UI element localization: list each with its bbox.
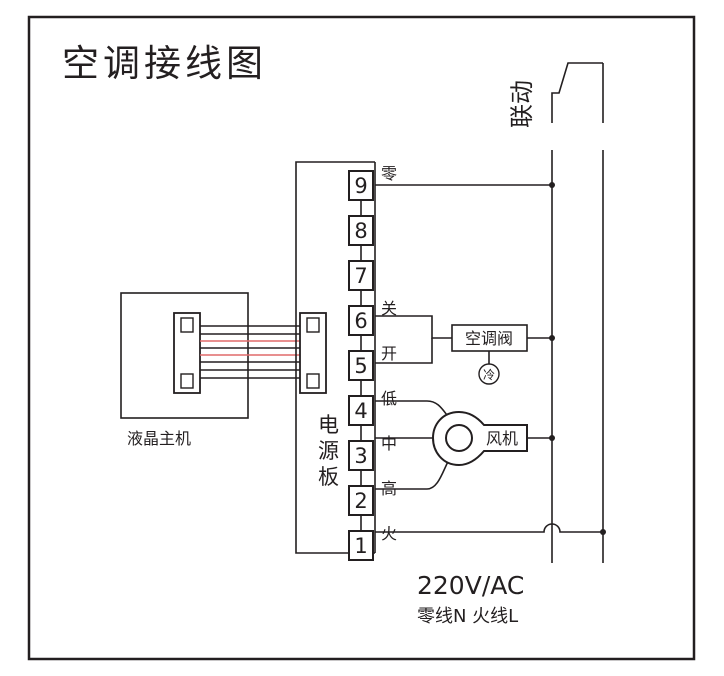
terminal-box bbox=[348, 530, 374, 561]
terminal-label: 火 bbox=[381, 524, 397, 543]
supply-voltage-label: 220V/AC bbox=[417, 571, 524, 600]
terminal-number: 6 bbox=[354, 309, 367, 333]
lcd-main-unit-label: 液晶主机 bbox=[127, 429, 191, 448]
terminal-number: 5 bbox=[354, 354, 367, 378]
terminal-number: 3 bbox=[354, 444, 367, 468]
main-unit-connector bbox=[173, 312, 201, 394]
diagram-title: 空调接线图 bbox=[62, 42, 267, 85]
cold-label: 冷 bbox=[483, 368, 495, 382]
terminal-box bbox=[348, 215, 374, 246]
terminal-3: 3中 bbox=[348, 425, 397, 471]
ribbon-cable bbox=[200, 325, 300, 379]
diagram-frame bbox=[27, 15, 696, 661]
power-board-connector bbox=[299, 312, 327, 394]
terminal-label: 低 bbox=[381, 389, 397, 408]
terminal-label: 开 bbox=[381, 344, 397, 363]
terminal-wires bbox=[375, 182, 606, 535]
terminal-number: 1 bbox=[354, 534, 367, 558]
terminal-number: 7 bbox=[354, 264, 367, 288]
terminal-label: 零 bbox=[381, 164, 397, 183]
fan-symbol bbox=[431, 410, 528, 467]
terminal-label: 关 bbox=[381, 299, 397, 318]
linkage-switch-symbol bbox=[551, 62, 604, 123]
terminal-number: 9 bbox=[354, 174, 367, 198]
power-board-label-char-1: 电 bbox=[318, 413, 339, 437]
fan-label: 风机 bbox=[486, 429, 518, 448]
power-board-label-char-3: 板 bbox=[318, 465, 339, 489]
terminal-7: 7 bbox=[348, 245, 374, 291]
terminal-number: 8 bbox=[354, 219, 367, 243]
terminal-box bbox=[348, 350, 374, 381]
terminal-1: 1火 bbox=[348, 515, 397, 561]
terminal-2: 2高 bbox=[348, 470, 397, 516]
terminal-box bbox=[348, 170, 374, 201]
supply-lines-label: 零线N 火线L bbox=[417, 606, 518, 627]
terminal-4: 4低 bbox=[348, 380, 397, 426]
power-board-label: 电 源 板 bbox=[318, 413, 346, 489]
terminal-5: 5开 bbox=[348, 335, 397, 381]
terminal-8: 8 bbox=[348, 200, 374, 246]
power-board-label-char-2: 源 bbox=[318, 439, 339, 463]
power-board-outline bbox=[295, 161, 375, 554]
cold-indicator bbox=[478, 363, 500, 385]
terminal-6: 6关 bbox=[348, 290, 397, 336]
terminal-box bbox=[348, 395, 374, 426]
terminal-box bbox=[348, 260, 374, 291]
terminal-9: 9零 bbox=[348, 164, 397, 201]
terminal-number: 4 bbox=[354, 399, 367, 423]
ac-valve-label: 空调阀 bbox=[465, 329, 513, 348]
terminal-box bbox=[348, 305, 374, 336]
ac-valve-box bbox=[451, 324, 528, 352]
linkage-label: 联动 bbox=[508, 80, 536, 128]
terminal-label: 中 bbox=[381, 434, 397, 453]
terminal-number: 2 bbox=[354, 489, 367, 513]
